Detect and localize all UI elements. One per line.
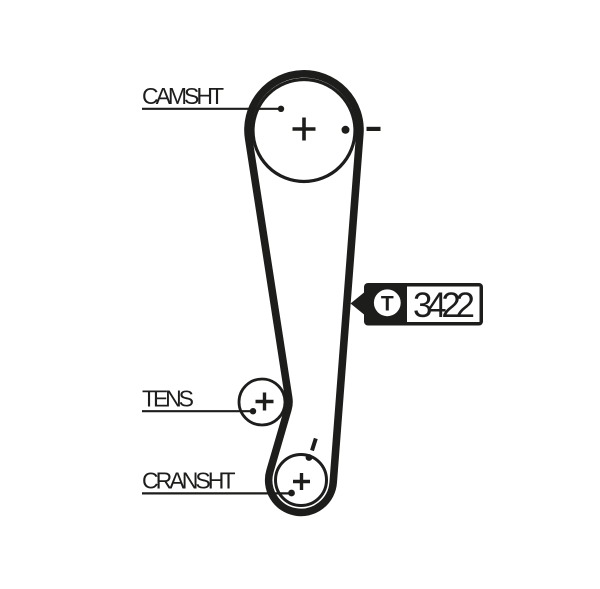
- brand-logo-circle-icon: [373, 289, 401, 317]
- crankshaft-timing-tick: [310, 437, 318, 452]
- crankshaft-label: CRANSHT: [142, 468, 236, 494]
- camshaft-index-dot: [341, 125, 350, 134]
- part-number: 3422: [413, 286, 475, 325]
- part-number-box: [407, 286, 480, 322]
- tensioner-label: TENS: [142, 386, 194, 412]
- tensioner-leader-dot: [249, 408, 257, 415]
- crankshaft-index-dot: [305, 454, 313, 461]
- badge-arrow-left-icon: [350, 290, 367, 317]
- crankshaft-leader-dot: [288, 489, 295, 497]
- camshaft-label: CAMSHT: [142, 83, 224, 109]
- brand-letter: T: [381, 292, 394, 315]
- camshaft-plus-mark: [292, 117, 316, 141]
- timing-belt: [244, 70, 364, 517]
- part-number-badge: T 3422: [350, 283, 483, 326]
- tensioner-plus-mark: [255, 392, 274, 411]
- crankshaft-plus-mark: [293, 473, 310, 490]
- camshaft-leader-dot: [277, 105, 285, 113]
